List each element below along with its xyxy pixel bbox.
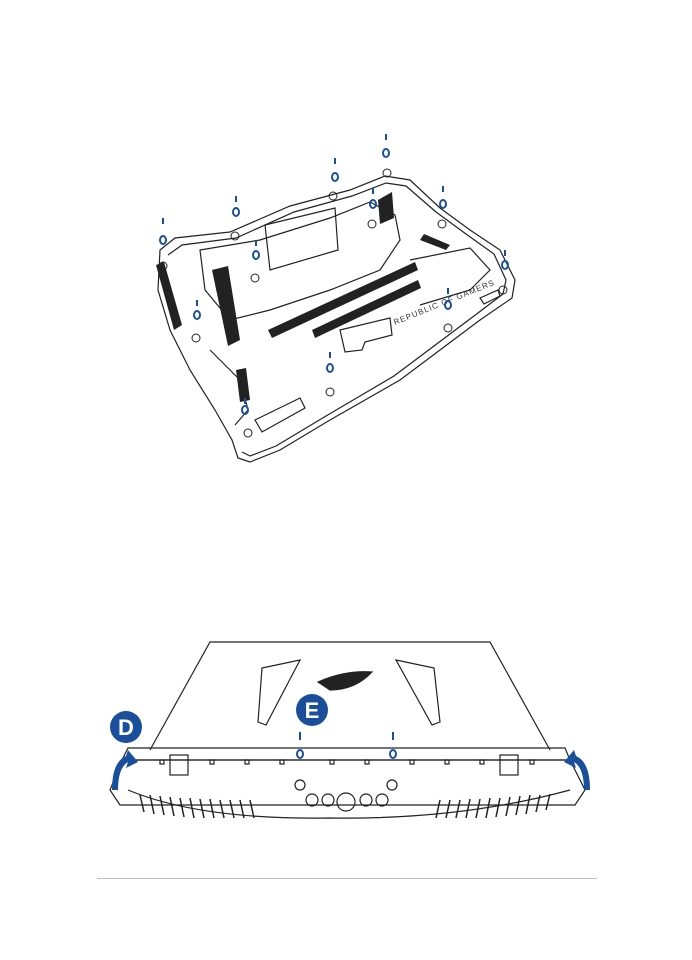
screw-icon xyxy=(241,398,249,415)
screw-icon xyxy=(369,188,377,209)
callout-e: E xyxy=(296,694,328,726)
footer-rule xyxy=(97,878,597,879)
svg-text:D: D xyxy=(118,715,134,740)
bottom-cover-illustration: REPUBLIC OF GAMERS xyxy=(0,120,692,470)
callout-d: D xyxy=(110,711,142,743)
screw-icon xyxy=(382,134,390,158)
screw-icon xyxy=(252,240,260,260)
screw-icon xyxy=(296,732,304,759)
svg-text:E: E xyxy=(305,698,320,723)
screw-icon xyxy=(389,732,397,759)
screw-icon xyxy=(444,288,452,310)
screw-icon xyxy=(326,352,334,373)
lift-arrow-left-icon xyxy=(112,750,138,790)
screw-icon xyxy=(232,196,240,217)
screw-icon xyxy=(439,186,447,209)
screw-icon xyxy=(331,158,339,182)
screw-icon xyxy=(159,218,167,245)
screw-icon xyxy=(193,300,201,320)
lift-arrow-right-icon xyxy=(564,750,590,790)
rear-cover-illustration: D E xyxy=(0,630,692,840)
screw-icon xyxy=(501,250,509,270)
